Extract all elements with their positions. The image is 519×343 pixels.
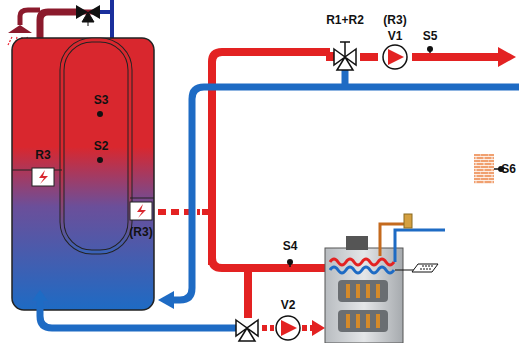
sensor-label: (R3) <box>383 14 406 27</box>
sensor-label: S5 <box>423 30 438 43</box>
sensor-label: V2 <box>281 299 296 312</box>
sensor-label: (R3) <box>129 226 152 239</box>
sensor-label: R1+R2 <box>326 14 364 27</box>
sensor-label: S2 <box>94 140 109 153</box>
sensor-label: S6 <box>501 163 516 176</box>
sensor-label: S4 <box>283 240 298 253</box>
sensor-label: R3 <box>35 149 50 162</box>
sensor-label: V1 <box>388 30 403 43</box>
sensor-label: S3 <box>94 94 109 107</box>
